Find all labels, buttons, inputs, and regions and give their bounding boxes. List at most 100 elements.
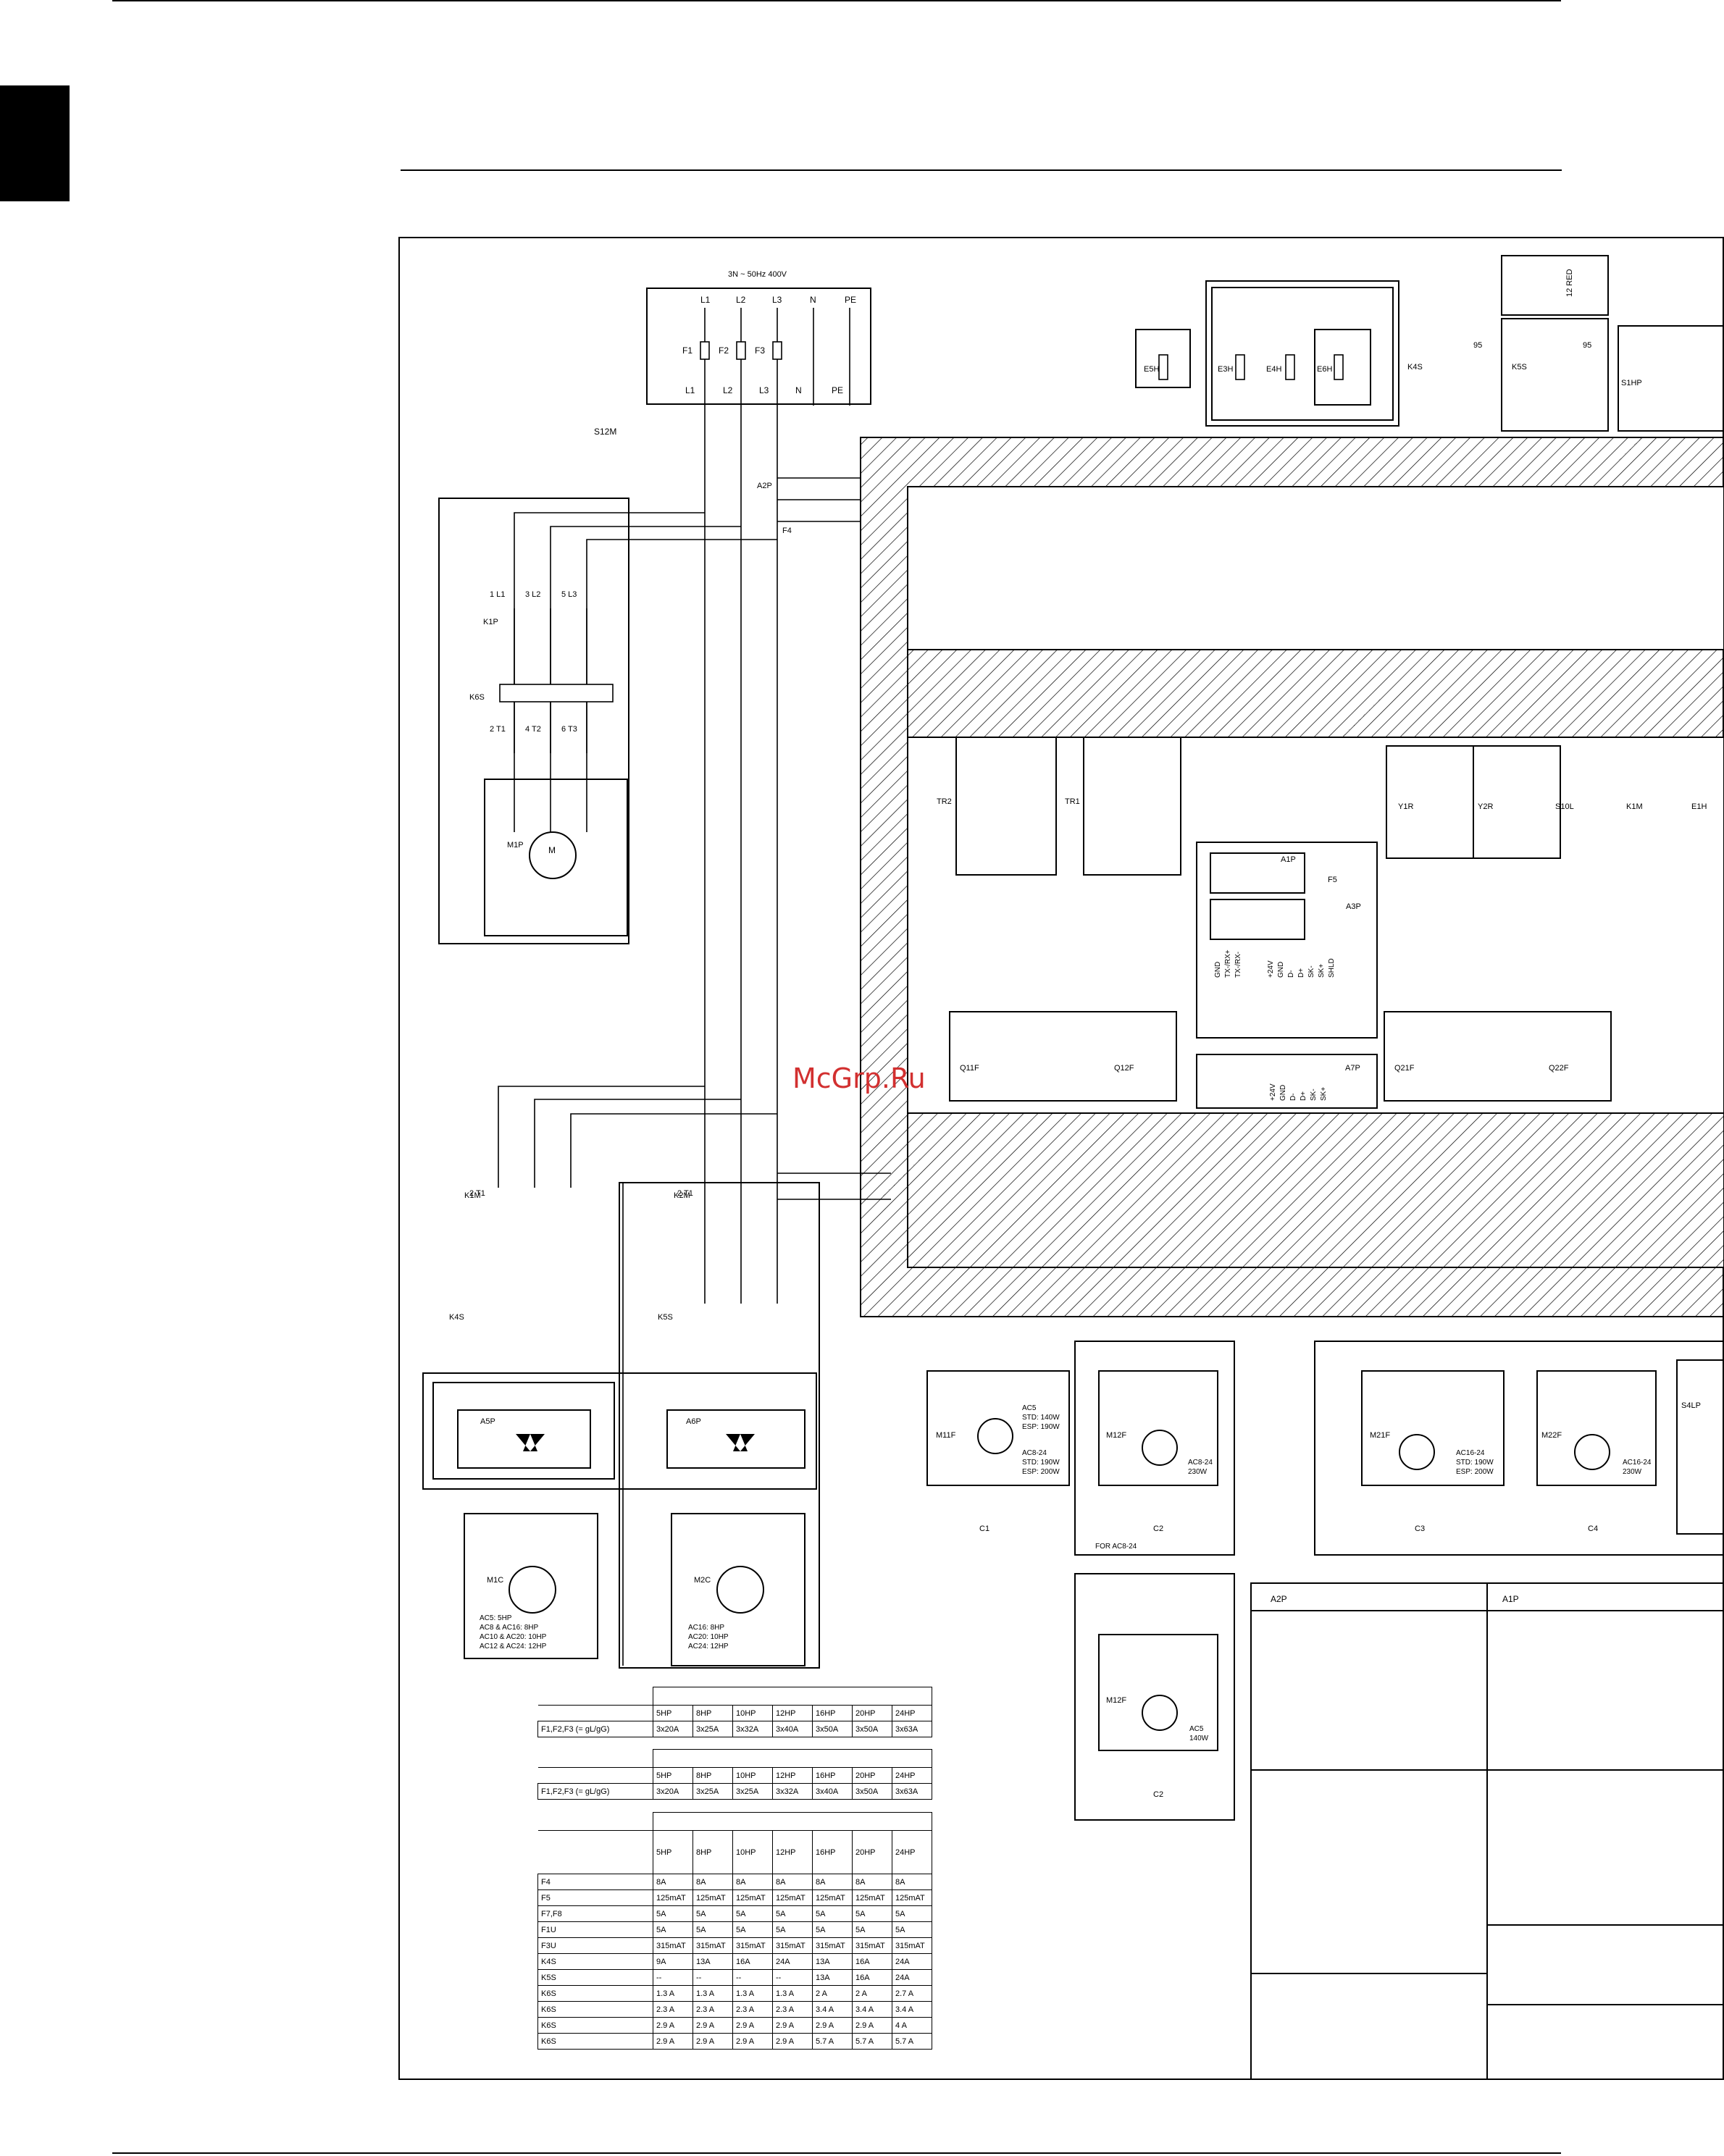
label-M12F: M12F [1106,1431,1126,1440]
terminal-L3: L3 [772,295,782,305]
svg-text:+24V: +24V [1269,1083,1277,1101]
terminal-L3-out: L3 [759,385,769,395]
label-M22F: M22F [1541,1431,1562,1440]
label-Y1R: Y1R [1398,802,1413,811]
svg-text:5 L3: 5 L3 [561,590,577,599]
terminal-PE-out: PE [832,385,843,395]
legend-col-a2p: A2P [1271,1594,1287,1604]
main-supply-box: 3N ~ 50Hz 400V L1 L2 L3 N PE F1 F2 F3 L1… [594,270,871,449]
terminal-N-out: N [795,385,802,395]
label-C4: C4 [1588,1524,1598,1533]
switch-S12M: S12M [594,427,616,437]
label-E6H: E6H [1317,365,1332,374]
svg-text:AC16: 8HP: AC16: 8HP [688,1624,724,1632]
fuse-F1: F1 [682,345,692,356]
svg-text:2 T1: 2 T1 [677,1189,693,1198]
transformer-valve-group: TR2 TR1 Y1R Y2R S10L K1M E1H A2P F4 [757,482,1707,876]
bottom-rule [112,2152,1561,2154]
svg-text:D-: D- [1289,1093,1297,1101]
label-TR2: TR2 [937,797,952,806]
svg-text:95: 95 [1583,341,1591,350]
label-A2P: A2P [757,482,772,490]
svg-text:SK-: SK- [1310,1089,1318,1101]
svg-text:STD: 140W: STD: 140W [1022,1414,1060,1422]
label-A5P: A5P [480,1417,495,1426]
wire-12-red: 12 RED [1565,269,1574,297]
svg-text:D+: D+ [1300,1091,1307,1101]
svg-text:D-: D- [1287,970,1295,978]
svg-text:TX-/RX+: TX-/RX+ [1224,949,1232,978]
svg-text:AC8-24: AC8-24 [1022,1449,1047,1457]
svg-text:FOR AC8-24: FOR AC8-24 [1095,1543,1137,1551]
svg-text:AC16-24: AC16-24 [1623,1459,1652,1467]
svg-text:2 T1: 2 T1 [490,725,506,734]
label-Q11F: Q11F [960,1064,979,1073]
label-K1P: K1P [483,618,498,626]
svg-text:95: 95 [1473,341,1482,350]
terminal-L1-out: L1 [685,385,695,395]
terminal-N: N [810,295,816,305]
watermark: McGrp.Ru [792,1062,926,1094]
label-M11F: M11F [936,1431,956,1440]
fan-motor-group: M11F M12F M21F M22F C1 C2 C3 C4 AC5 STD:… [926,1341,1724,1821]
label-K5S-top: K5S [1512,363,1527,372]
terminal-L1: L1 [700,295,711,305]
label-C2: C2 [1153,1524,1163,1533]
svg-text:AC8 & AC16: 8HP: AC8 & AC16: 8HP [480,1624,538,1632]
legend-col-a1p: A1P [1502,1594,1519,1604]
label-C1: C1 [979,1524,989,1533]
label-K5S: K5S [658,1313,673,1322]
label-E5H: E5H [1144,365,1159,374]
svg-text:1 L1: 1 L1 [490,590,505,599]
label-M12F-alt: M12F [1106,1696,1126,1705]
label-A1P: A1P [1281,855,1296,864]
heater-group: E5H E3H E4H E6H K4S K5S 95 95 S1HP 12 RE… [1135,255,1724,432]
svg-text:AC5: 5HP: AC5: 5HP [480,1614,512,1622]
svg-text:ESP: 190W: ESP: 190W [1022,1423,1060,1431]
power-wire-runs [498,449,891,1666]
label-K1M: K1M [464,1191,481,1200]
label-K2M: K2M [674,1191,690,1200]
label-K1M-ctl: K1M [1626,802,1643,811]
label-K4S-top: K4S [1407,363,1423,372]
svg-text:+24V: +24V [1267,960,1275,978]
svg-text:TX-/RX-: TX-/RX- [1234,952,1242,978]
label-M21F: M21F [1370,1431,1390,1440]
svg-text:230W: 230W [1188,1468,1208,1476]
label-S4LP: S4LP [1681,1401,1701,1410]
svg-text:AC20: 10HP: AC20: 10HP [688,1633,729,1641]
svg-text:AC10 & AC20: 10HP: AC10 & AC20: 10HP [480,1633,547,1641]
top-rule [112,0,1561,1]
compressor-starter-blocks: K1M K2M K4S K5S 2 T1 2 T1 A5P A6P M1C M2… [422,1182,820,1669]
svg-text:2 T1: 2 T1 [469,1189,485,1198]
svg-text:ESP: 200W: ESP: 200W [1456,1468,1494,1476]
label-Q21F: Q21F [1394,1064,1415,1073]
label-Q22F: Q22F [1549,1064,1569,1073]
label-F5: F5 [1328,876,1337,884]
label-E3H: E3H [1218,365,1233,374]
svg-text:AC8-24: AC8-24 [1188,1459,1213,1467]
svg-text:AC16-24: AC16-24 [1456,1449,1485,1457]
label-E1H: E1H [1691,802,1707,811]
label-F4: F4 [782,527,792,535]
label-C3: C3 [1415,1524,1425,1533]
terminal-L2: L2 [736,295,746,305]
label-TR1: TR1 [1065,797,1080,806]
svg-text:STD: 190W: STD: 190W [1022,1459,1060,1467]
svg-text:M: M [548,845,556,855]
label-A7P: A7P [1345,1064,1360,1073]
controller-boards: A1P A3P F5 A7P GND TX-/RX+ TX-/RX- +24V … [949,842,1612,1109]
svg-text:3 L2: 3 L2 [525,590,540,599]
svg-text:6 T3: 6 T3 [561,725,577,734]
page-edge-tab [0,85,70,201]
svg-text:SK-: SK- [1307,965,1315,978]
header-rule [401,169,1562,171]
svg-text:4 T2: 4 T2 [525,725,541,734]
legend-block: A2P A1P [1250,1582,1724,2080]
